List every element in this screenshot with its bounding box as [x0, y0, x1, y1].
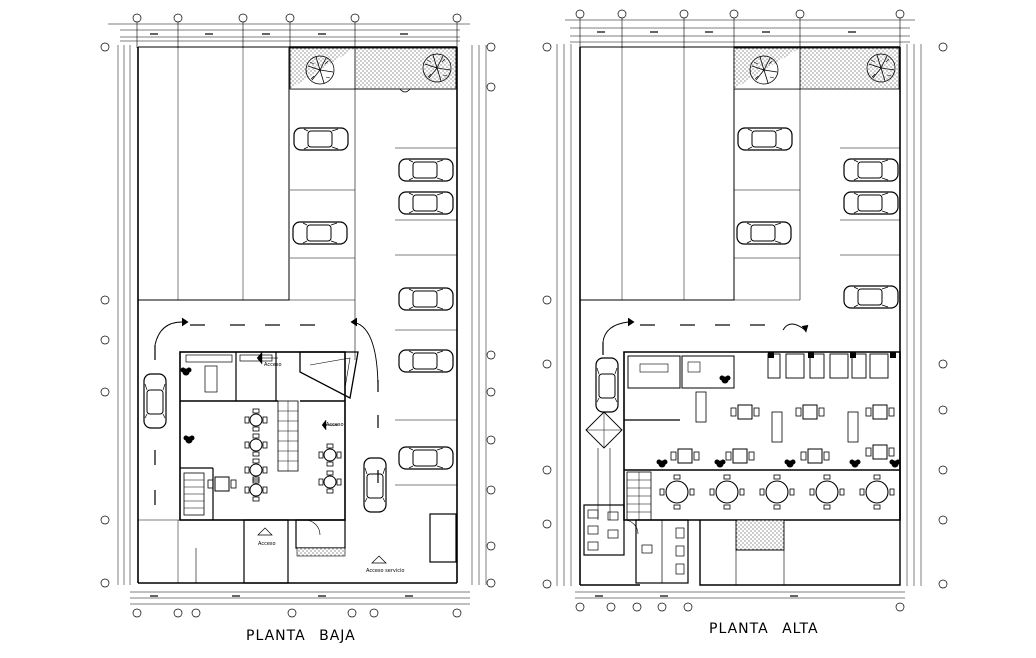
plan-planta-alta: [542, 9, 948, 612]
planta-alta-title: PLANTA ALTA: [709, 621, 819, 637]
dimension-ticks: [150, 31, 856, 597]
label-acceso-1: Acceso: [258, 541, 276, 547]
label-acceso-3: Acceso: [326, 422, 344, 428]
label-acceso-servicio: Acceso servicio: [366, 568, 405, 574]
plan-planta-baja: [100, 13, 496, 618]
label-acceso-2: Acceso: [264, 362, 282, 368]
planta-baja-title: PLANTA BAJA: [246, 628, 356, 644]
